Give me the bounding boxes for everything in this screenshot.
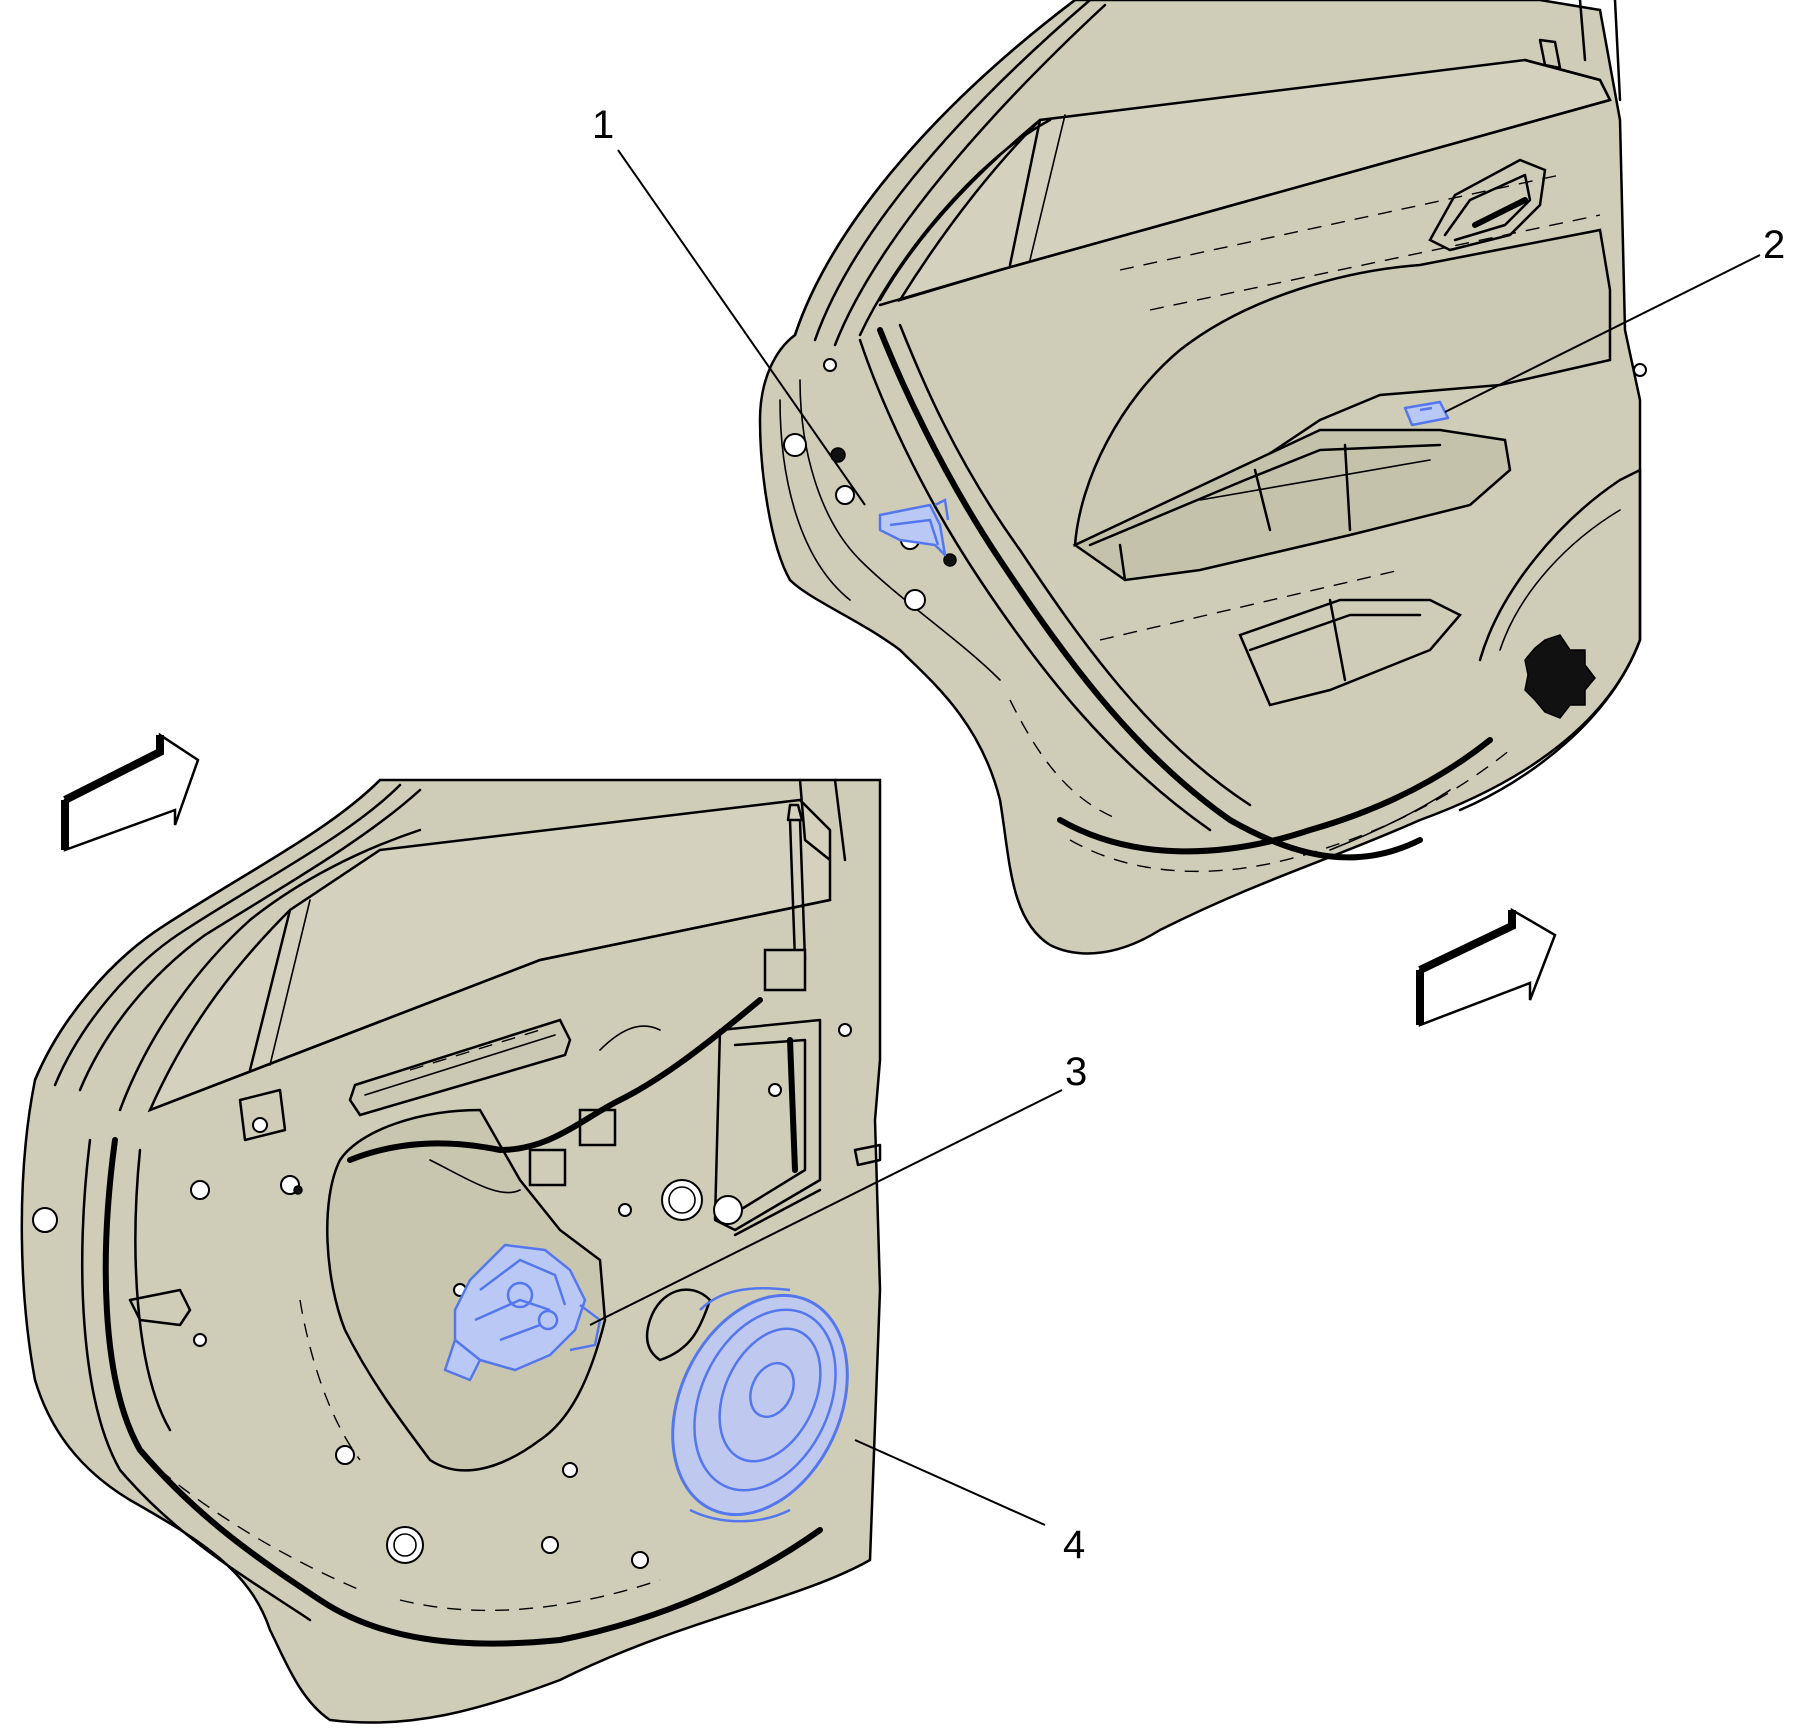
upper-reinforcement-bar	[348, 1018, 572, 1117]
callout-2: 2	[1763, 223, 1785, 267]
view-direction-arrow-icon	[1416, 907, 1557, 1027]
leader-line-2	[1444, 254, 1761, 413]
window-switch	[1403, 400, 1450, 427]
latch-slot	[238, 1088, 287, 1142]
hinge-bolt	[853, 1143, 882, 1167]
callout-1: 1	[592, 103, 614, 147]
door-stud	[1538, 38, 1562, 70]
door-inner-panel	[20, 778, 882, 1724]
rod-top	[786, 803, 804, 822]
callout-4: 4	[1063, 1523, 1085, 1567]
leader-line-1	[617, 149, 866, 506]
window-regulator-motor	[443, 1243, 602, 1382]
door-pull-handle	[1428, 158, 1547, 252]
callout-3: 3	[1065, 1050, 1087, 1094]
view-direction-arrow-icon	[61, 732, 200, 852]
latch-bracket	[128, 1288, 192, 1327]
lower-access-hole	[645, 1288, 712, 1362]
map-pocket	[1238, 598, 1462, 707]
door-lock-bracket	[878, 503, 947, 557]
rod-clip	[763, 948, 807, 992]
door-trim-panel	[758, 0, 1647, 955]
leader-line-4	[854, 1439, 1046, 1526]
inner-window-glass	[147, 798, 832, 1113]
leader-line-3	[589, 1089, 1063, 1326]
door-speaker	[671, 1286, 849, 1523]
armrest-pull	[1072, 428, 1512, 582]
armrest-bolster	[1073, 228, 1612, 548]
speaker-grille-emblem	[1524, 634, 1596, 719]
